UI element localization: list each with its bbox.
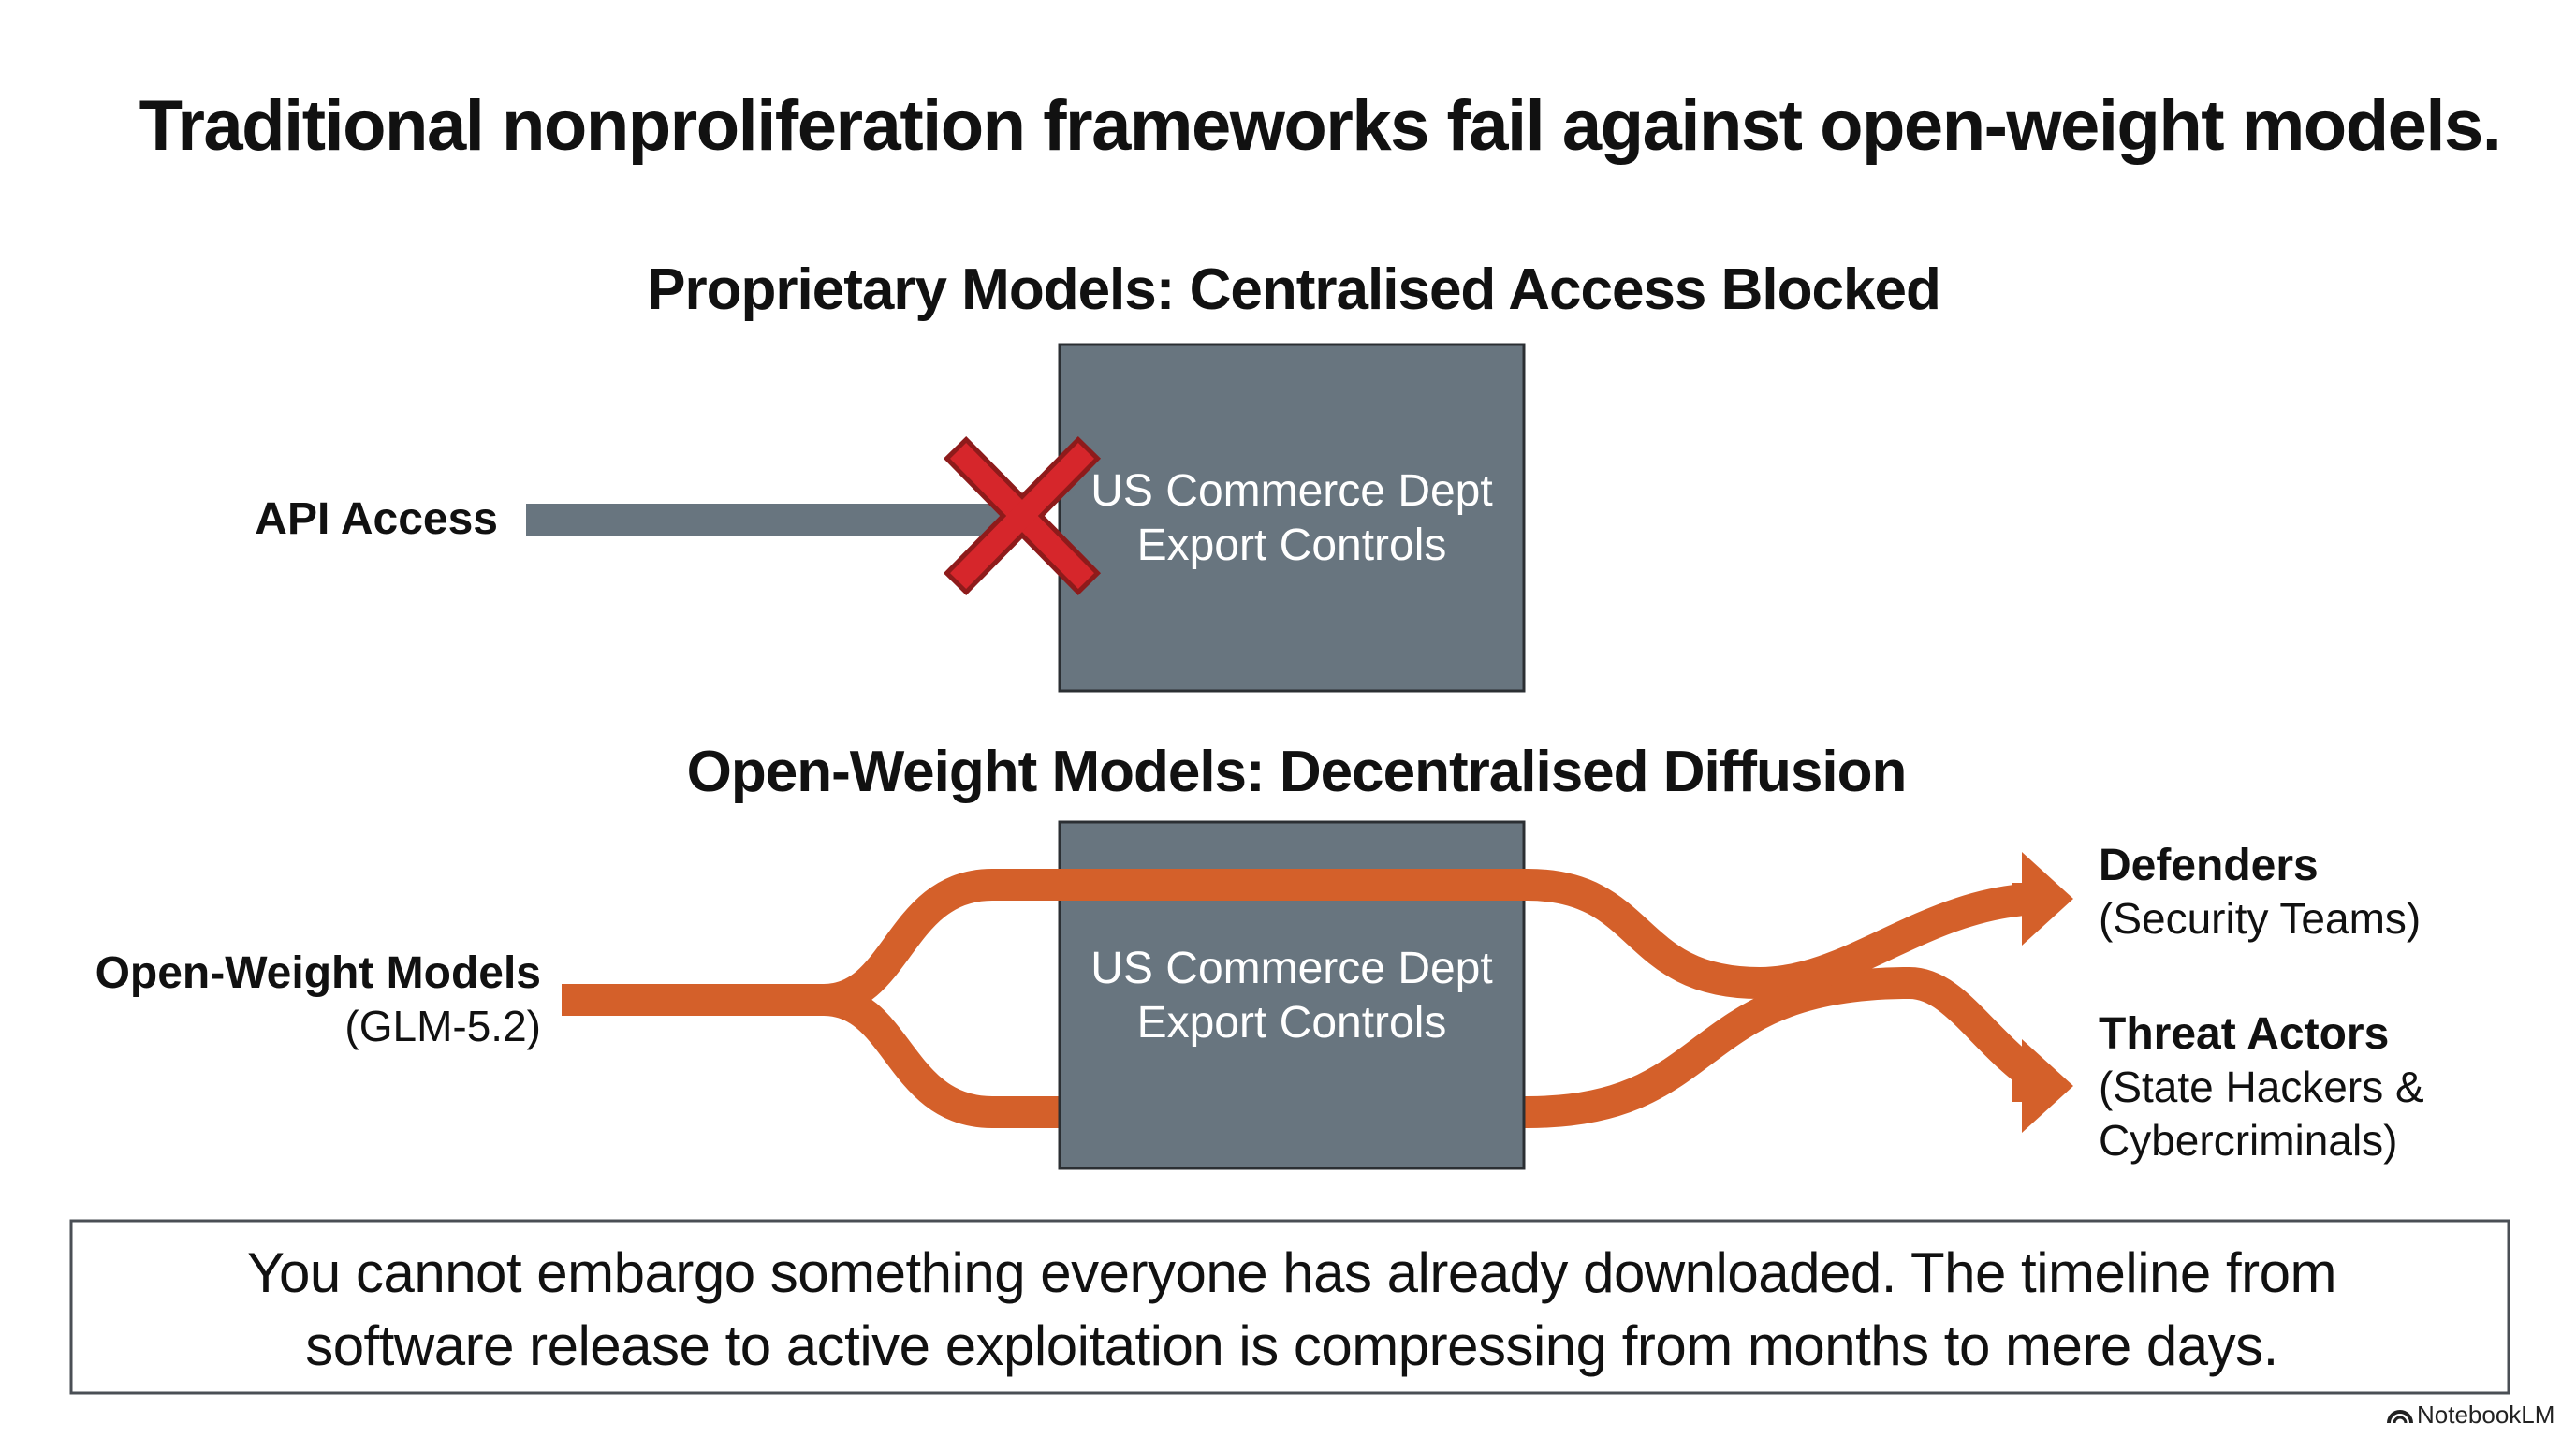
flow-upper-branch [562,869,2046,1016]
slide-title: Traditional nonproliferation frameworks … [139,86,2501,166]
threat-actors-title: Threat Actors [2099,1009,2389,1059]
arrow-defenders-icon [2022,852,2073,946]
api-access-line [526,504,1003,536]
export-controls-box-top-line2: Export Controls [1137,521,1447,570]
notebooklm-logo-icon [2387,1410,2413,1424]
proprietary-heading: Proprietary Models: Centralised Access B… [647,257,1940,322]
callout-line1: You cannot embargo something everyone ha… [247,1241,2336,1304]
defenders-subtitle: (Security Teams) [2099,894,2421,943]
export-controls-box-bottom-line1: US Commerce Dept [1090,944,1492,993]
watermark-text: NotebookLM [2417,1401,2554,1429]
threat-actors-line1: (State Hackers & [2099,1063,2424,1111]
threat-actors-line2: Cybercriminals) [2099,1116,2397,1165]
defenders-title: Defenders [2099,841,2319,890]
export-controls-box-top [1058,343,1526,693]
open-weight-heading: Open-Weight Models: Decentralised Diffus… [687,740,1907,804]
callout-line2: software release to active exploitation … [305,1314,2278,1377]
callout-box [69,1219,2510,1395]
flow-lower-branch [562,966,2055,1128]
source-subtitle: (GLM-5.2) [344,1002,541,1050]
arrow-threat-actors-icon [2022,1039,2073,1133]
blocked-x-icon [943,435,1102,596]
source-title: Open-Weight Models [95,948,541,998]
export-controls-box-top-line1: US Commerce Dept [1090,466,1492,516]
export-controls-box-bottom-line2: Export Controls [1137,998,1447,1048]
api-access-label: API Access [255,494,498,544]
